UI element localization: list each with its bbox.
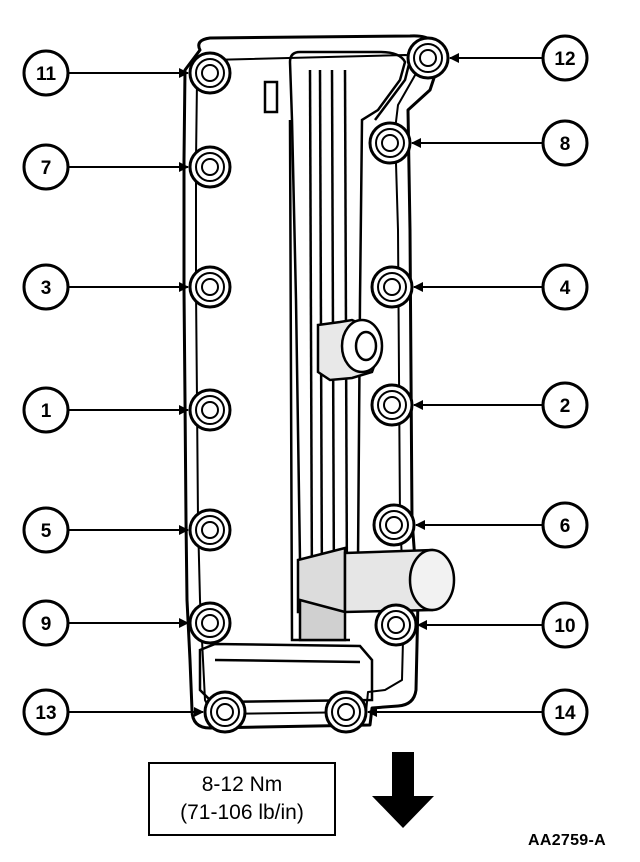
torque-imperial: (71-106 lb/in)	[180, 801, 304, 824]
callout-11: 11	[22, 49, 70, 97]
callout-7: 7	[22, 143, 70, 191]
callout-label-13: 13	[35, 703, 56, 724]
callout-5: 5	[22, 506, 70, 554]
callout-4: 4	[541, 263, 589, 311]
callout-10: 10	[541, 601, 589, 649]
bolt-3	[188, 265, 232, 309]
bolts-layer	[188, 36, 450, 734]
bolt-10	[374, 603, 418, 647]
vent-slot	[263, 80, 279, 114]
callout-12: 12	[541, 34, 589, 82]
bolt-2	[370, 383, 414, 427]
torque-metric: 8-12 Nm	[201, 773, 283, 796]
oil-filler-neck	[296, 546, 456, 642]
callout-label-8: 8	[560, 134, 571, 155]
bolt-5	[188, 508, 232, 552]
bolt-8	[368, 121, 412, 165]
callout-layer: 11 7 3 1 5 9 13 12 8 4 2 6 10 14	[22, 34, 589, 736]
callout-14: 14	[541, 688, 589, 736]
torque-spec-box: 8-12 Nm (71-106 lb/in)	[148, 762, 336, 836]
callout-label-3: 3	[41, 278, 52, 299]
breather-boss	[316, 318, 384, 382]
figure-id: AA2759-A	[528, 832, 606, 849]
callout-label-5: 5	[41, 521, 52, 542]
callout-2: 2	[541, 381, 589, 429]
bolt-7	[188, 145, 232, 189]
callout-1: 1	[22, 386, 70, 434]
bottom-flange	[198, 642, 374, 704]
callout-label-12: 12	[554, 49, 575, 70]
callout-label-1: 1	[41, 401, 52, 422]
callout-label-9: 9	[41, 614, 52, 635]
down-arrow-icon	[372, 752, 434, 828]
bolt-11	[188, 51, 232, 95]
bolt-1	[188, 388, 232, 432]
callout-label-6: 6	[560, 516, 571, 537]
callout-13: 13	[22, 688, 70, 736]
callout-label-2: 2	[560, 396, 571, 417]
callout-9: 9	[22, 599, 70, 647]
bolt-6	[372, 503, 416, 547]
bolt-4	[370, 265, 414, 309]
bolt-12	[406, 36, 450, 80]
callout-label-4: 4	[560, 278, 571, 299]
callout-label-14: 14	[554, 703, 576, 724]
bolt-9	[188, 601, 232, 645]
callout-8: 8	[541, 119, 589, 167]
callout-label-10: 10	[554, 616, 575, 637]
callout-label-7: 7	[41, 158, 52, 179]
bolt-13	[203, 690, 247, 734]
callout-6: 6	[541, 501, 589, 549]
callout-label-11: 11	[36, 64, 57, 85]
bolt-14	[324, 690, 368, 734]
callout-3: 3	[22, 263, 70, 311]
